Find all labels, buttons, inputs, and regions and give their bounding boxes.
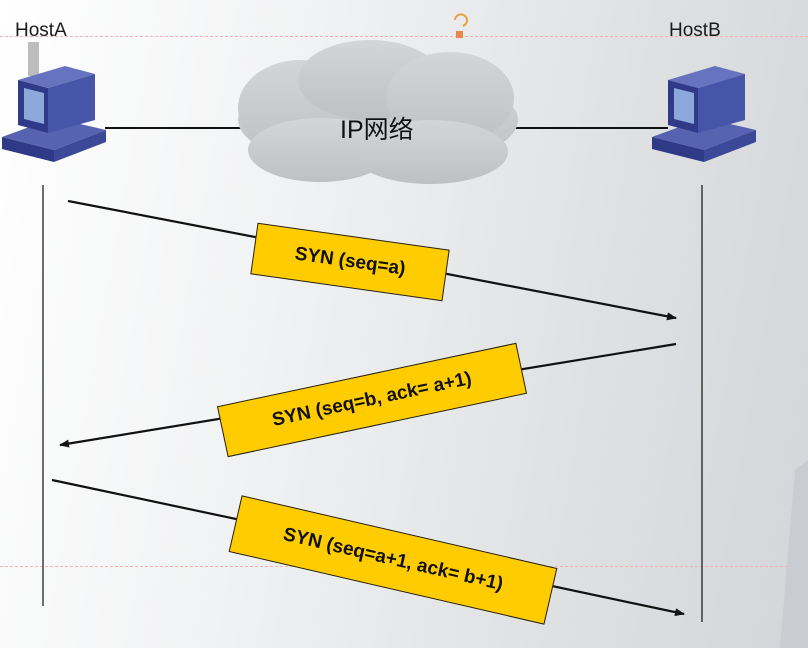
network-label: IP网络	[340, 116, 414, 144]
host-a-label: HostA	[15, 20, 67, 41]
message-label-syn-1: SYN (seq=a)	[293, 243, 407, 280]
cloud-icon	[238, 40, 518, 184]
computer-icon-host-a	[2, 66, 106, 162]
host-b-label: HostB	[669, 20, 721, 41]
guide-line-top	[0, 36, 808, 37]
decorative-corner-shape	[780, 460, 808, 648]
computer-icon-host-b	[652, 66, 756, 162]
rotate-handle-icon	[454, 13, 468, 38]
side-bar-fragment	[28, 42, 39, 76]
